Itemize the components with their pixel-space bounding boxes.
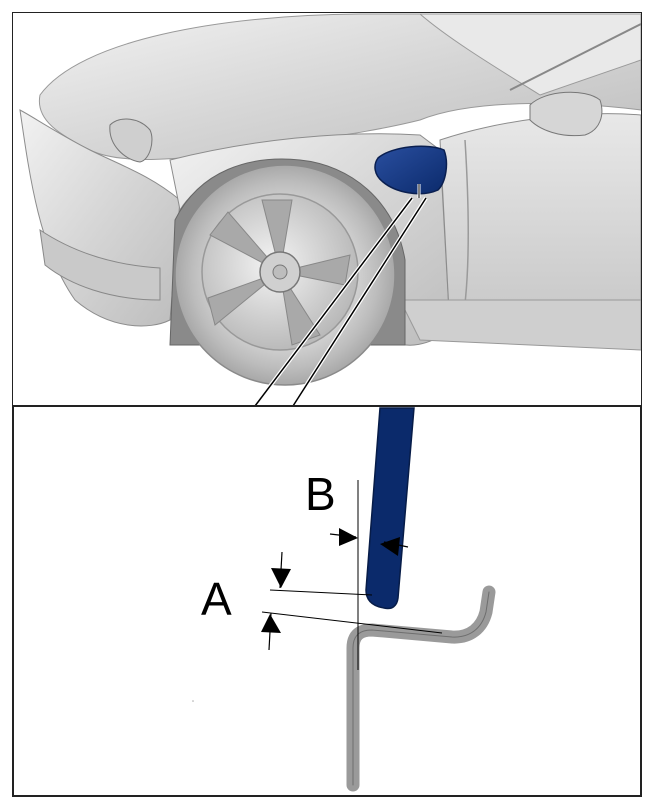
side-mirror [529, 91, 603, 137]
reference-line-body-edge [261, 611, 443, 634]
label-b: B [305, 468, 336, 520]
label-a: A [201, 573, 232, 625]
windshield [418, 13, 641, 96]
dimension-a-arrow-top [271, 568, 291, 588]
callout-line-right [292, 197, 427, 407]
reference-line-flap-edge [269, 589, 373, 596]
headlight [109, 118, 153, 163]
callout-line-left [254, 197, 413, 407]
dimension-b-arrow-right [380, 537, 400, 556]
wheel-spokes [207, 199, 351, 346]
lower-intake [39, 228, 161, 301]
dimension-b-arrow-left [339, 528, 358, 546]
gap-detail-panel: A B [192, 407, 496, 792]
charging-flap [374, 145, 448, 195]
dimension-a-arrow-bottom [261, 614, 281, 633]
side-sill [399, 299, 641, 351]
a-pillar-trim [509, 23, 641, 91]
car-overview-panel [13, 13, 641, 406]
flap-profile [365, 407, 415, 610]
